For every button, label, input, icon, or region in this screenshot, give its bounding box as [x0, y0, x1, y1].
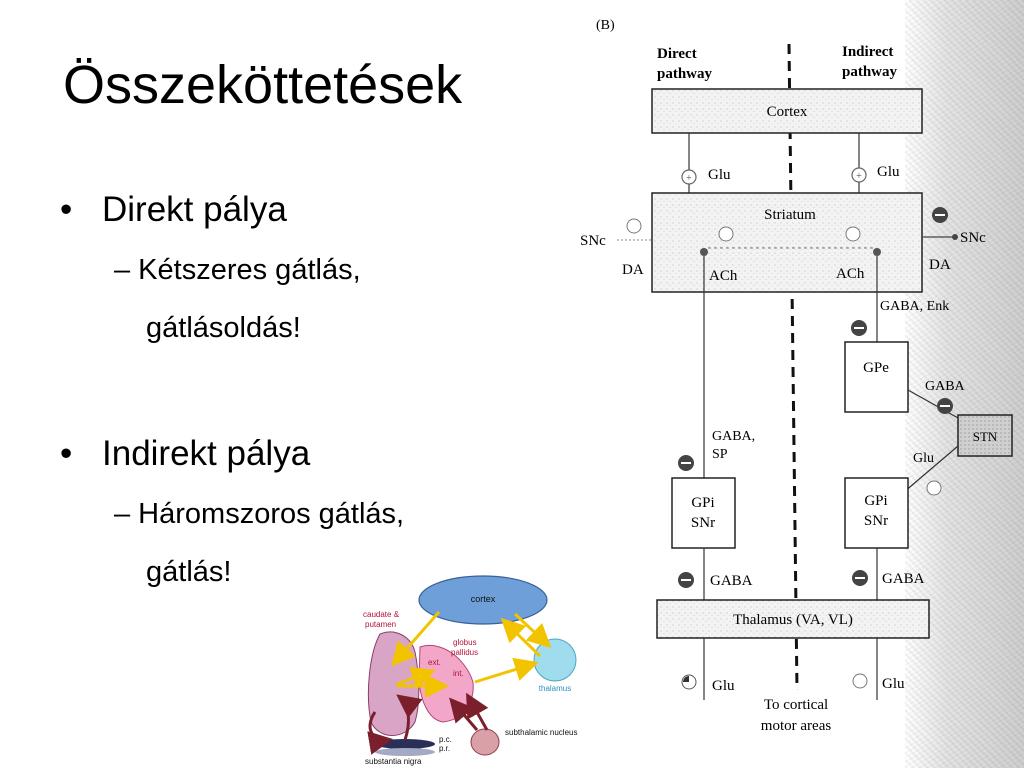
excitatory-synapse-icon — [851, 167, 867, 183]
midline-divider — [787, 43, 799, 691]
anatomy-diagram: cortex caudate & putamen globus pallidus… — [363, 575, 577, 766]
ach-left: ACh — [709, 268, 738, 284]
cortex-striatum-arrow — [391, 611, 441, 667]
thalamus-box — [656, 599, 930, 639]
gaba-gpe-stn: GABA — [925, 379, 966, 394]
stn-gp-arrow-1 — [449, 697, 479, 731]
globus-text-2: pallidus — [451, 648, 478, 657]
gpe-box — [844, 341, 909, 413]
indirect-header-1: Indirect — [842, 44, 893, 60]
caudate-putamen-shape — [367, 631, 420, 736]
bullet-dot: • — [60, 434, 73, 473]
stn-gp-arrow-2 — [466, 692, 489, 731]
gaba-sp-2: SP — [712, 447, 728, 462]
bullet-dot: • — [60, 190, 73, 229]
gpe-label: GPe — [863, 360, 889, 376]
neuron-soma-icon — [873, 248, 881, 256]
subthalamic-ellipse — [470, 728, 500, 756]
gaba-enk: GABA, Enk — [880, 299, 949, 314]
to-cortical-2: motor areas — [761, 718, 832, 734]
subthalamic-text: subthalamic nucleus — [505, 728, 577, 737]
da-right: DA — [929, 257, 951, 273]
direct-header-2: pathway — [657, 66, 713, 82]
sub-bullet: – Kétszeres gátlás, — [114, 254, 361, 286]
ext-text: ext. — [428, 658, 441, 667]
striatum-label: Striatum — [764, 207, 816, 223]
right-edge-texture — [905, 0, 1024, 768]
caudate-text-2: putamen — [365, 620, 396, 629]
pc-text: p.c. — [439, 735, 452, 744]
substantia-nigra-pr — [375, 748, 435, 756]
gaba-left: GABA — [710, 573, 753, 589]
gpi-snr-left-box — [671, 477, 736, 549]
snc-left: SNc — [580, 233, 606, 249]
stn-box — [957, 414, 1013, 457]
cortex-text: cortex — [471, 594, 496, 604]
thalamus-circle — [533, 638, 577, 682]
modulatory-synapse-icon — [626, 218, 642, 234]
caudate-text-1: caudate & — [363, 610, 400, 619]
synapse-fill-icon — [683, 676, 689, 682]
cortex-label: Cortex — [767, 104, 808, 120]
snc-right-terminal-icon — [952, 234, 958, 240]
sub-bullet-continuation: gátlás! — [146, 556, 232, 588]
bullet-label: Direkt pálya — [102, 190, 287, 229]
cortex-thalamus-arrow — [513, 612, 552, 649]
ach-synapse-icon — [718, 226, 734, 242]
gpe-stn-line — [907, 389, 959, 419]
plus-icon: + — [686, 173, 692, 184]
bullet-direct: • Direkt pálya — [60, 190, 287, 230]
slide-title: Összeköttetések — [63, 55, 463, 115]
glu-right: Glu — [877, 164, 900, 180]
gpi-thalamus-arrow — [474, 657, 539, 684]
excitatory-synapse-icon — [852, 673, 868, 689]
snc-right: SNc — [960, 230, 986, 246]
glu-left: Glu — [708, 167, 731, 183]
globus-text-1: globus — [453, 638, 477, 647]
gpi-right-2: SNr — [864, 513, 888, 529]
thalamus-cortex-arrow — [500, 617, 542, 658]
striatum-ext-arrow — [396, 666, 436, 690]
int-text: int. — [453, 669, 464, 678]
gaba-sp-1: GABA, — [712, 429, 755, 444]
glu-bottom-right: Glu — [882, 676, 905, 692]
gpi-snr-right-box — [844, 477, 909, 549]
substantia-text: substantia nigra — [365, 757, 422, 766]
plus-icon: + — [856, 171, 862, 182]
bullet-indirect: • Indirekt pálya — [60, 434, 310, 474]
panel-label: (B) — [596, 18, 615, 33]
thalamus-label: Thalamus (VA, VL) — [733, 612, 853, 628]
neuron-soma-icon — [700, 248, 708, 256]
glu-stn: Glu — [913, 451, 934, 466]
bullet-label: Indirekt pálya — [102, 434, 311, 473]
striatum-nigra-arrow — [367, 711, 393, 755]
gpi-left-2: SNr — [691, 515, 715, 531]
nigra-striatum-arrow — [396, 694, 423, 741]
pr-text: p.r. — [439, 744, 450, 753]
sub-bullet-continuation: gátlásoldás! — [146, 312, 301, 344]
to-cortical-1: To cortical — [764, 697, 828, 713]
thalamus-text: thalamus — [539, 684, 571, 693]
gpi-right-1: GPi — [864, 493, 887, 509]
excitatory-synapse-icon — [681, 169, 697, 185]
ach-synapse-icon — [845, 226, 861, 242]
excitatory-synapse-icon — [926, 480, 942, 496]
da-left: DA — [622, 262, 644, 278]
stn-label: STN — [973, 429, 998, 444]
gaba-right: GABA — [882, 571, 925, 587]
cortex-ellipse — [418, 575, 548, 625]
ach-right: ACh — [836, 266, 865, 282]
direct-header-1: Direct — [657, 46, 697, 62]
indirect-header-2: pathway — [842, 64, 898, 80]
sub-bullet: – Háromszoros gátlás, — [114, 498, 405, 530]
gpi-left-1: GPi — [691, 495, 714, 511]
glu-bottom-left: Glu — [712, 678, 735, 694]
cortex-box — [651, 88, 923, 134]
